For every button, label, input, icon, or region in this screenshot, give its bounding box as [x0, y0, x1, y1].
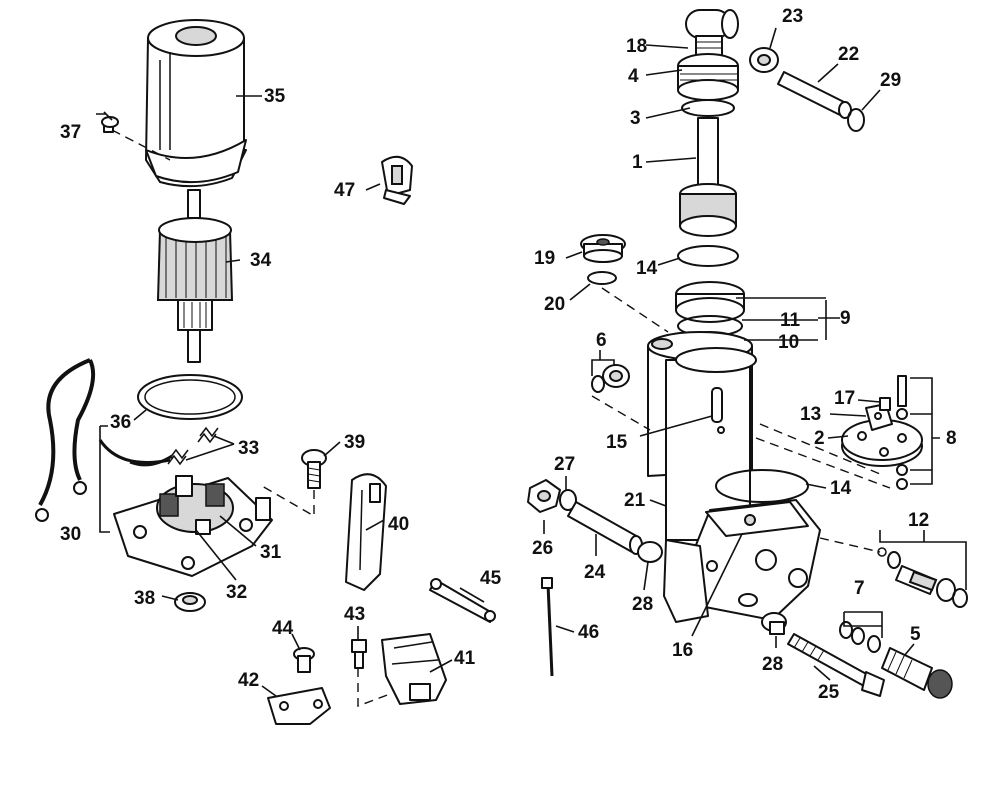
nut-26	[527, 479, 561, 513]
callout-32: 32	[226, 582, 247, 603]
callout-40: 40	[388, 514, 409, 535]
callout-19: 19	[534, 248, 555, 269]
brush-plate	[113, 475, 273, 577]
callout-15: 15	[606, 432, 628, 453]
screw-43	[351, 639, 367, 669]
screw-44	[293, 647, 315, 673]
plate-42	[267, 687, 331, 725]
callout-17: 17	[834, 388, 855, 409]
bushing-23	[749, 47, 779, 73]
callout-16: 16	[672, 640, 693, 661]
clamp-45	[429, 578, 496, 623]
callout-5: 5	[910, 624, 921, 645]
bushing-28-lower	[761, 612, 787, 635]
callout-14-lower: 14	[830, 478, 852, 499]
ring-27	[559, 489, 577, 511]
callout-43: 43	[344, 604, 365, 625]
callout-6: 6	[596, 330, 607, 351]
wiring-harness	[35, 358, 173, 522]
o-ring-3	[681, 99, 735, 117]
o-ring-36	[137, 374, 243, 420]
cap-18	[685, 9, 739, 57]
pin-15	[711, 387, 725, 434]
callout-37: 37	[60, 122, 81, 143]
bracket-41	[381, 633, 447, 705]
callout-42: 42	[238, 670, 259, 691]
callout-28-upper: 28	[632, 594, 653, 615]
callout-38: 38	[134, 588, 155, 609]
o-ring-20	[587, 271, 617, 285]
callout-39: 39	[344, 432, 365, 453]
callout-27: 27	[554, 454, 575, 475]
callout-46: 46	[578, 622, 599, 643]
valve-5	[881, 647, 953, 699]
ring-29	[847, 108, 865, 132]
callout-2: 2	[814, 428, 825, 449]
callout-34: 34	[250, 250, 272, 271]
clip-47	[381, 155, 413, 205]
callout-35: 35	[264, 86, 286, 107]
pin-22	[777, 71, 852, 119]
bolt-39	[301, 449, 327, 489]
o-rings-7	[839, 621, 881, 653]
callout-13: 13	[800, 404, 821, 425]
brush-springs	[167, 426, 219, 466]
fill-plug	[580, 234, 626, 263]
callout-26: 26	[532, 538, 553, 559]
callout-28-lower: 28	[762, 654, 783, 675]
callout-30: 30	[60, 524, 81, 545]
callout-21: 21	[624, 490, 646, 511]
valve-12	[877, 547, 968, 608]
callout-3: 3	[630, 108, 641, 129]
callout-24: 24	[584, 562, 606, 583]
callout-23: 23	[782, 6, 803, 27]
pump-body	[663, 499, 821, 623]
screw-37	[101, 116, 119, 133]
callout-9: 9	[840, 308, 851, 329]
callout-33: 33	[238, 438, 259, 459]
o-ring-14-lower	[715, 469, 809, 503]
callout-36: 36	[110, 412, 131, 433]
gland-nut	[677, 53, 739, 101]
callout-29: 29	[880, 70, 901, 91]
callout-7: 7	[854, 578, 865, 599]
callout-47: 47	[334, 180, 355, 201]
callout-31: 31	[260, 542, 282, 563]
bracket-40	[345, 473, 387, 591]
callout-11: 11	[780, 310, 801, 331]
cable-tie-46	[541, 577, 554, 677]
callout-22: 22	[838, 44, 859, 65]
bushing-28-upper	[637, 541, 663, 563]
callout-10: 10	[778, 332, 799, 353]
callout-41: 41	[454, 648, 476, 669]
callout-4: 4	[628, 66, 639, 87]
bearing-38	[174, 592, 206, 612]
callout-44: 44	[272, 618, 294, 639]
callout-18: 18	[626, 36, 647, 57]
bolt-25	[787, 633, 885, 697]
plug-6	[591, 364, 630, 393]
o-ring-14-top	[677, 245, 739, 267]
piston-rod	[679, 117, 737, 237]
callout-14-top: 14	[636, 258, 658, 279]
callout-12: 12	[908, 510, 929, 531]
callout-45: 45	[480, 568, 502, 589]
callout-1: 1	[632, 152, 643, 173]
callout-20: 20	[544, 294, 565, 315]
callout-8: 8	[946, 428, 957, 449]
armature	[156, 189, 234, 363]
motor-housing	[145, 19, 247, 188]
callout-25: 25	[818, 682, 840, 703]
valve-cover	[841, 375, 923, 490]
